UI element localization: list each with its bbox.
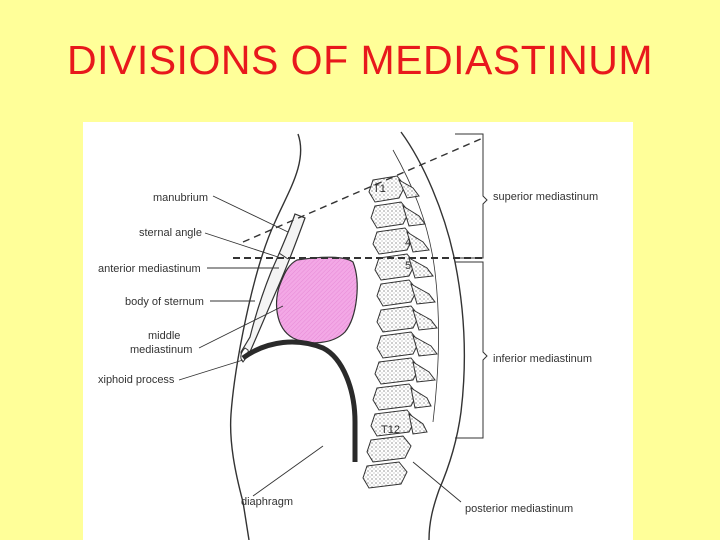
- thoracic-inlet-line: [242, 137, 484, 243]
- label-body-of-sternum: body of sternum: [125, 296, 204, 308]
- label-diaphragm: diaphragm: [241, 496, 293, 508]
- superior-mediastinum-bracket: [455, 133, 488, 259]
- middle-mediastinum-region: [275, 256, 358, 344]
- label-superior-mediastinum: superior mediastinum: [493, 191, 598, 203]
- label-xiphoid-process: xiphoid process: [98, 374, 175, 386]
- inferior-mediastinum-bracket: [455, 261, 488, 439]
- inner-posterior-contour: [392, 149, 440, 423]
- posterior-body-contour: [400, 131, 466, 540]
- diaphragm: [241, 339, 358, 462]
- label-manubrium: manubrium: [153, 192, 208, 204]
- posterior-leader-line: [412, 461, 462, 503]
- vertebral-column: [362, 175, 438, 489]
- label-middle-mediastinum-line1: middle: [148, 330, 180, 342]
- label-sternal-angle: sternal angle: [139, 227, 202, 239]
- label-inferior-mediastinum: inferior mediastinum: [493, 353, 592, 365]
- label-vertebra-t1: T1: [373, 183, 386, 195]
- slide-title: DIVISIONS OF MEDIASTINUM: [66, 37, 654, 83]
- label-middle-mediastinum-line2: mediastinum: [130, 344, 192, 356]
- label-vertebra-4: 4: [405, 237, 411, 249]
- label-vertebra-t12: T12: [381, 424, 400, 436]
- mediastinum-diagram: manubrium sternal angle anterior mediast…: [83, 122, 633, 540]
- diagram-svg: manubrium sternal angle anterior mediast…: [98, 131, 598, 540]
- label-anterior-mediastinum: anterior mediastinum: [98, 263, 201, 275]
- label-posterior-mediastinum: posterior mediastinum: [465, 503, 573, 515]
- anterior-chest-wall: [229, 133, 302, 540]
- left-leader-lines: [178, 195, 324, 497]
- label-vertebra-5: 5: [405, 260, 411, 272]
